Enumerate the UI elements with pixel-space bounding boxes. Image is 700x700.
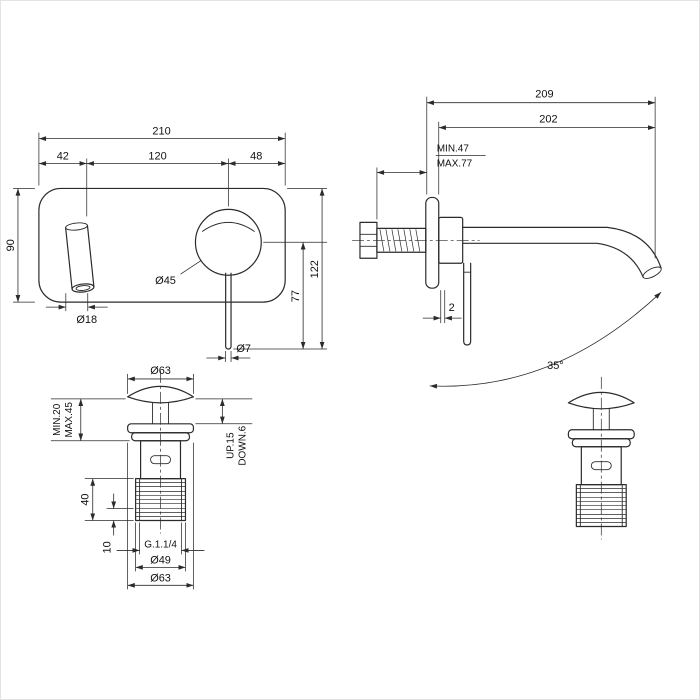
dim-front-right-offset: 48 — [250, 151, 262, 163]
dim-drain-cap-diameter: Ø63 — [150, 365, 171, 377]
wall-plate — [38, 187, 286, 303]
label-swivel-angle: 35° — [547, 360, 564, 372]
dim-front-lever-drop: 77 — [290, 290, 302, 302]
dim-side-total-projection: 209 — [535, 89, 553, 101]
dim-front-plate-height: 90 — [5, 239, 17, 251]
label-drain-height-min: MIN.20 — [52, 403, 63, 436]
spout-outlet — [642, 266, 662, 279]
dim-front-left-offset: 42 — [57, 151, 69, 163]
label-drain-thread-size: G.1.1/4 — [144, 539, 177, 550]
drain-view-plain — [567, 376, 635, 541]
label-handle-diameter: Ø45 — [155, 275, 176, 287]
mixer-handle-arc — [201, 221, 255, 232]
wall-escutcheon-side — [425, 196, 440, 289]
label-drain-plug-up: UP.15 — [225, 432, 236, 459]
label-drain-height-max: MAX.45 — [64, 402, 75, 438]
dim-drain-thread-diameter: Ø49 — [150, 554, 171, 566]
dim-drain-flange-diameter: Ø63 — [150, 572, 171, 584]
dim-front-center-span: 120 — [148, 151, 166, 163]
dim-drain-thread-depth: 10 — [102, 541, 114, 553]
mixer-body-side — [438, 216, 464, 264]
dim-drain-body-height: 40 — [80, 493, 92, 505]
spout-front — [65, 222, 95, 293]
label-drain-plug-down: DOWN.6 — [237, 425, 248, 465]
dim-front-spout-diameter: Ø18 — [76, 314, 97, 326]
lever-front — [225, 272, 232, 350]
side-view: 209 202 MIN.47 MAX.77 2 35° — [351, 89, 662, 389]
drain-view-dimensioned: Ø63 MIN.20 MAX.45 UP.15 DOWN.6 40 10 G.1… — [50, 365, 253, 590]
dim-side-spout-projection: 202 — [539, 114, 557, 126]
dim-front-lever-diameter: Ø7 — [236, 343, 251, 355]
dim-side-plate-gap: 2 — [449, 302, 455, 314]
label-wall-max: MAX.77 — [437, 159, 473, 170]
spout-side — [462, 226, 662, 279]
front-view: 210 42 120 48 90 Ø45 Ø18 122 77 — [5, 126, 328, 362]
swivel-arc — [429, 291, 662, 389]
lever-side — [463, 262, 472, 346]
dim-front-total-drop: 122 — [309, 260, 321, 278]
dim-front-total-width: 210 — [152, 126, 170, 138]
label-wall-min: MIN.47 — [437, 144, 470, 155]
mixer-handle — [194, 208, 262, 276]
